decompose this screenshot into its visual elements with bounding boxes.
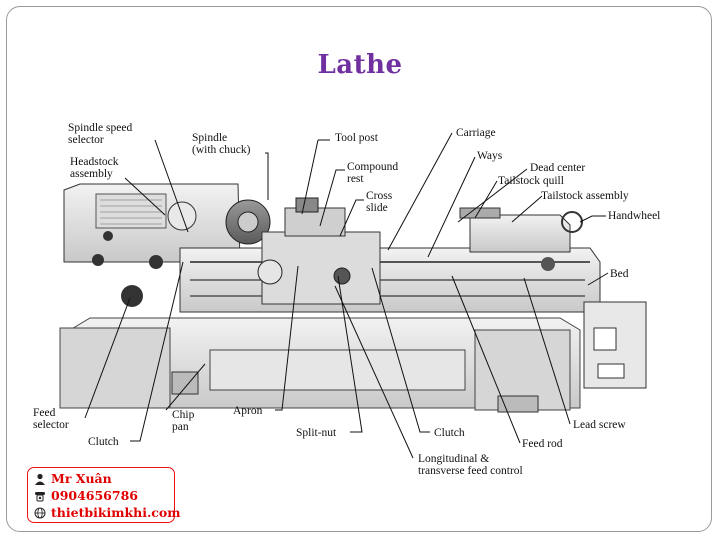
label-clutch-left: Clutch xyxy=(88,436,119,448)
globe-icon xyxy=(34,507,46,519)
label-tool-post: Tool post xyxy=(335,132,379,144)
contact-name: Mr Xuân xyxy=(51,471,112,486)
contact-website[interactable]: thietbikimkhi.com xyxy=(51,505,181,520)
label-handwheel: Handwheel xyxy=(608,210,660,222)
label-split-nut: Split-nut xyxy=(296,427,337,439)
leader-lines xyxy=(84,132,609,459)
slide-title: Lathe xyxy=(317,50,403,80)
contact-name-row: Mr Xuân xyxy=(34,470,168,487)
lathe-machine xyxy=(59,183,647,413)
contact-phone[interactable]: 0904656786 xyxy=(51,488,138,503)
label-carriage: Carriage xyxy=(456,127,496,139)
label-feed-rod: Feed rod xyxy=(522,438,563,450)
contact-website-row: thietbikimkhi.com xyxy=(34,504,181,521)
contact-phone-row: 0904656786 xyxy=(34,487,168,504)
label-clutch-right: Clutch xyxy=(434,427,465,439)
label-tailstock-quill: Tailstock quill xyxy=(498,175,564,187)
label-bed: Bed xyxy=(610,268,629,280)
label-dead-center: Dead center xyxy=(530,162,585,174)
person-icon xyxy=(34,473,46,485)
label-tailstock-assembly: Tailstock assembly xyxy=(541,190,629,202)
phone-icon xyxy=(34,490,46,502)
label-longitudinal-feed-control: Longitudinal &transverse feed control xyxy=(418,453,523,477)
label-ways: Ways xyxy=(477,150,503,162)
label-lead-screw: Lead screw xyxy=(573,419,626,431)
contact-box: Mr Xuân 0904656786 thietbikimkhi.com xyxy=(27,467,181,523)
label-spindle: Spindle(with chuck) xyxy=(192,132,251,156)
label-apron: Apron xyxy=(233,405,263,417)
